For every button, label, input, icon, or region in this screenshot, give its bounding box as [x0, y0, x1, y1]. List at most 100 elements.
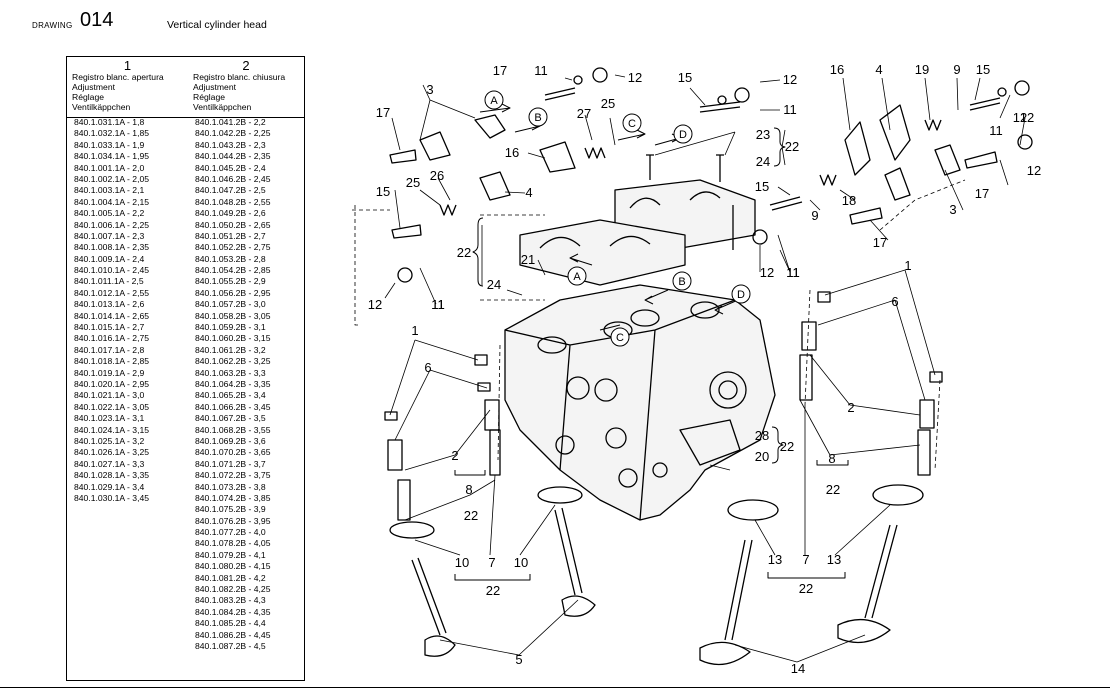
valve-left-2: [554, 507, 596, 617]
shim-row: 840.1.027.1A - 3,3: [74, 458, 145, 469]
shim-row: 840.1.054.2B - 2,85: [195, 265, 271, 276]
shim-row: 840.1.055.2B - 2,9: [195, 276, 266, 287]
part-number-label: 12: [760, 265, 774, 280]
part-number-label: 7: [488, 555, 495, 570]
part-number-label: 11: [786, 265, 800, 280]
shim-row: 840.1.031.1A - 1,8: [74, 117, 145, 127]
drawing-title: Vertical cylinder head: [167, 19, 267, 31]
drawing-label: DRAWING: [32, 21, 73, 30]
part-number-label: 4: [525, 185, 532, 200]
column-heading-line: Ventilkäppchen: [72, 102, 131, 112]
shim-row: 840.1.041.2B - 2,2: [195, 117, 266, 127]
part-number-label: 10: [514, 555, 528, 570]
shim-row: 840.1.057.2B - 3,0: [195, 299, 266, 310]
shim-row: 840.1.030.1A - 3,45: [74, 492, 150, 503]
part-number-label: 19: [915, 62, 929, 77]
part-number-label: 8: [828, 451, 835, 466]
shim-row: 840.1.010.1A - 2,45: [74, 265, 150, 276]
part-number-label: 11: [431, 297, 445, 312]
shim-row: 840.1.082.2B - 4,25: [195, 584, 271, 595]
shim-row: 840.1.086.2B - 4,45: [195, 629, 271, 640]
shim-row: 840.1.073.2B - 3,8: [195, 481, 266, 492]
part-number-label: 17: [873, 235, 887, 250]
part-number-label: 20: [755, 449, 769, 464]
shim-row: 840.1.032.1A - 1,85: [74, 128, 150, 139]
shim-row: 840.1.003.1A - 2,1: [74, 185, 145, 196]
shim-row: 840.1.070.2B - 3,65: [195, 447, 271, 458]
reference-circle-label: C: [628, 118, 636, 130]
part-number-label: 23: [756, 127, 770, 142]
part-number-label: 8: [465, 482, 472, 497]
shim-row: 840.1.022.1A - 3,05: [74, 401, 150, 412]
part-number-label: 7: [802, 552, 809, 567]
shim-row: 840.1.052.2B - 2,75: [195, 242, 271, 253]
column-number: 2: [242, 58, 250, 73]
part-number-label: 2: [847, 400, 854, 415]
part-number-label: 25: [406, 175, 420, 190]
table-column-closing: 2 Registro blanc. chiusura Adjustment Ré…: [188, 57, 304, 112]
reference-circle-label: B: [678, 276, 685, 288]
shim-row: 840.1.046.2B - 2,45: [195, 173, 271, 184]
part-number-label: 11: [431, 297, 445, 312]
reference-circle-label: B: [534, 112, 541, 124]
shim-row: 840.1.069.2B - 3,6: [195, 435, 266, 446]
part-number-label: 21: [521, 252, 535, 267]
part-number-label: 15: [755, 179, 769, 194]
part-number-label: 18: [842, 193, 856, 208]
shim-row: 840.1.060.2B - 3,15: [195, 333, 271, 344]
cylinder-head-body: [504, 284, 776, 521]
reference-circle-label: D: [679, 129, 687, 141]
shim-row: 840.1.034.1A - 1,95: [74, 151, 150, 162]
column-heading-line: Adjustment: [72, 82, 115, 92]
shim-row: 840.1.047.2B - 2,5: [195, 185, 266, 196]
shim-row: 840.1.075.2B - 3,9: [195, 504, 266, 515]
part-number-label: 28: [755, 428, 769, 443]
shim-row: 840.1.058.2B - 3,05: [195, 310, 271, 321]
shim-row: 840.1.015.1A - 2,7: [74, 322, 145, 333]
shim-row: 840.1.084.2B - 4,35: [195, 606, 271, 617]
shim-row: 840.1.011.1A - 2,5: [74, 276, 144, 287]
column-heading-line: Registro blanc. apertura: [72, 72, 164, 82]
shim-row: 840.1.051.2B - 2,7: [195, 230, 266, 241]
part-number-label: 16: [830, 62, 844, 77]
cam-cap-lower: [519, 219, 686, 286]
part-number-label: 11: [534, 63, 548, 78]
shim-row: 840.1.072.2B - 3,75: [195, 470, 271, 481]
bottom-rule: [0, 687, 1110, 688]
part-number-label: 9: [953, 62, 960, 77]
shim-row: 840.1.014.1A - 2,65: [74, 310, 150, 321]
shim-row: 840.1.016.1A - 2,75: [74, 333, 150, 344]
shim-row: 840.1.005.1A - 2,2: [74, 208, 145, 219]
part-number-label: 24: [487, 277, 501, 292]
part-number-label: 16: [505, 145, 519, 160]
shim-row: 840.1.053.2B - 2,8: [195, 253, 266, 264]
shim-row: 840.1.026.1A - 3,25: [74, 447, 150, 458]
shim-row: 840.1.043.2B - 2,3: [195, 139, 266, 150]
column-heading-line: Registro blanc. chiusura: [193, 72, 286, 82]
shim-row: 840.1.085.2B - 4,4: [195, 618, 266, 629]
part-number-label: 5: [515, 652, 522, 667]
part-number-label: 22: [464, 508, 478, 523]
part-number-label: 12: [1013, 110, 1027, 125]
shim-row: 840.1.009.1A - 2,4: [74, 253, 145, 264]
part-number-label: 3: [949, 202, 956, 217]
shim-row: 840.1.067.2B - 3,5: [195, 413, 266, 424]
shim-row: 840.1.029.1A - 3,4: [74, 481, 145, 492]
shim-row: 840.1.056.2B - 2,95: [195, 287, 271, 298]
shim-row: 840.1.024.1A - 3,15: [74, 424, 150, 435]
part-number-label: 12: [1027, 163, 1041, 178]
part-number-label: 1: [904, 258, 911, 273]
column-heading-line: Réglage: [72, 92, 105, 102]
part-number-label: 12: [1020, 110, 1034, 125]
part-number-label: 22: [780, 439, 794, 454]
reference-circle-label: D: [737, 289, 745, 301]
shim-row: 840.1.020.1A - 2,95: [74, 378, 150, 389]
column-heading-line: Adjustment: [193, 82, 236, 92]
shim-row: 840.1.080.2B - 4,15: [195, 561, 271, 572]
part-number-label: 25: [601, 96, 615, 111]
part-number-label: 13: [827, 552, 841, 567]
valve-right-1: [699, 539, 753, 666]
shim-row: 840.1.025.1A - 3,2: [74, 435, 145, 446]
